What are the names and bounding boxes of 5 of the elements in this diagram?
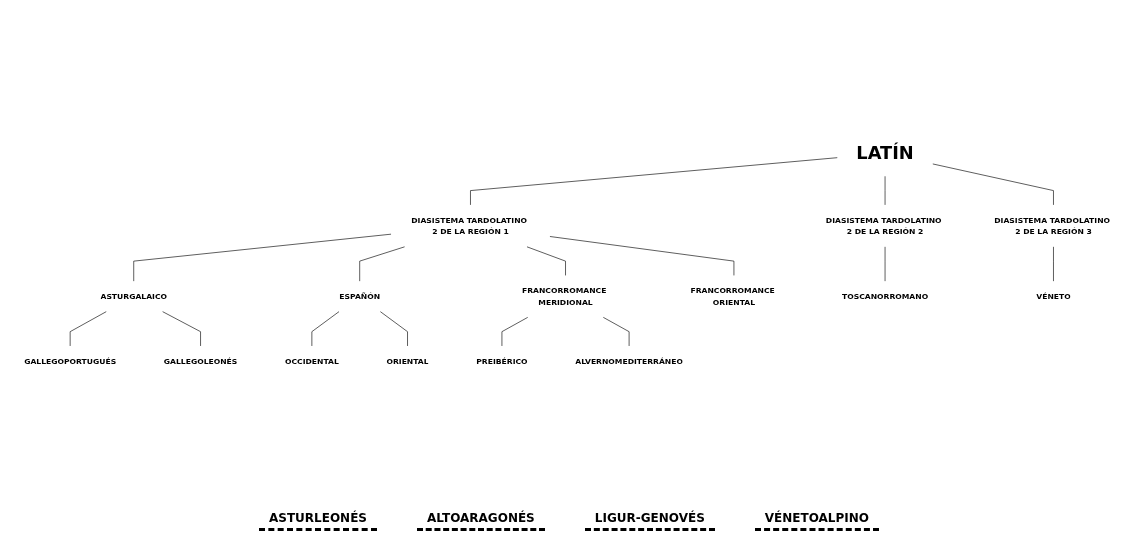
dialect-continuum-label: ALTOARAGONÉS bbox=[417, 511, 545, 531]
dialect-continuum-label: VÉNETOALPINO bbox=[754, 511, 880, 531]
dialect-continuum-label: LIGUR-GENOVÉS bbox=[584, 511, 715, 531]
dialect-continuum-label: ASTURLEONÉS bbox=[258, 511, 377, 531]
node-text: LATÍN bbox=[856, 142, 914, 164]
